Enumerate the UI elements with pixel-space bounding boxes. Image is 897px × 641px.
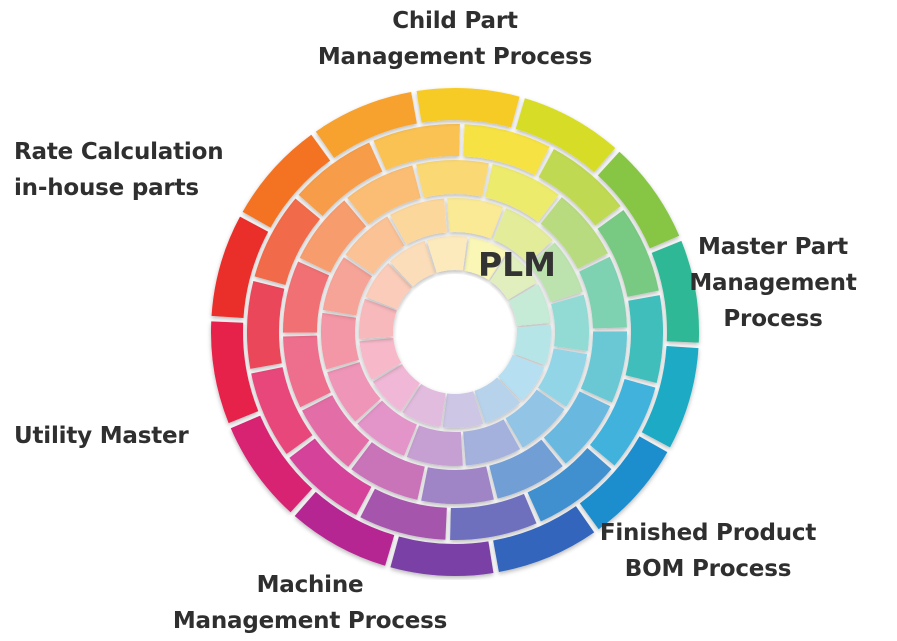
wheel-segment: [359, 337, 402, 380]
wheel-segment: [489, 439, 563, 499]
wheel-segment: [298, 142, 383, 217]
wheel-segment: [359, 298, 397, 340]
wheel-segment: [513, 324, 551, 366]
wheel-segment: [551, 294, 590, 352]
wheel-segment: [254, 198, 321, 285]
wheel-segment: [402, 383, 446, 427]
label-line: Rate Calculation: [14, 139, 224, 165]
wheel-segment: [327, 362, 381, 422]
wheel-segment: [589, 379, 656, 466]
wheel-segment: [442, 391, 484, 428]
wheel-segment: [641, 346, 699, 448]
wheel-segment: [302, 395, 370, 467]
wheel-segment: [426, 236, 468, 273]
label-line: in-house parts: [14, 175, 199, 201]
label-line: Master Part: [698, 234, 848, 260]
label-machine: Machine Management Process: [100, 567, 520, 639]
wheel-segment: [529, 242, 583, 302]
wheel-segment: [498, 354, 545, 401]
wheel-segment: [597, 151, 680, 249]
wheel-segment: [230, 415, 313, 513]
wheel-segment: [347, 165, 421, 225]
wheel-segment: [211, 216, 269, 318]
wheel-segment: [389, 240, 436, 287]
wheel-segment: [505, 389, 565, 448]
label-finished-product: Finished Product BOM Process: [508, 515, 897, 587]
wheel-segment: [210, 321, 259, 424]
wheel-segment: [282, 261, 330, 333]
label-line: Management: [689, 270, 857, 296]
wheel-segment: [345, 216, 405, 275]
wheel-segment: [299, 200, 367, 273]
wheel-segment: [315, 91, 417, 158]
wheel-segment: [490, 252, 538, 300]
wheel-segment: [320, 312, 359, 370]
wheel-segment: [493, 208, 553, 264]
label-line: BOM Process: [624, 556, 792, 582]
wheel-segment: [289, 438, 372, 516]
wheel-segment: [515, 98, 616, 173]
wheel-segment: [251, 367, 313, 455]
wheel-segment: [527, 447, 612, 522]
label-line: Child Part: [392, 8, 518, 34]
label-utility-master: Utility Master: [14, 418, 189, 454]
wheel-segment: [651, 240, 700, 343]
wheel-segment: [373, 124, 460, 171]
wheel-segment: [389, 198, 447, 245]
wheel-segment: [579, 256, 627, 329]
label-child-part: Child Part Management Process: [245, 3, 665, 75]
wheel-segment: [579, 436, 668, 530]
wheel-segment: [421, 466, 494, 505]
wheel-segment: [540, 197, 608, 269]
wheel-segment: [242, 134, 331, 228]
wheel-segment: [390, 536, 494, 576]
wheel-segment: [625, 295, 664, 384]
label-line: Finished Product: [599, 520, 817, 546]
wheel-segment: [447, 198, 504, 239]
wheel-segment: [580, 331, 628, 403]
center-disc: [397, 274, 513, 390]
wheel-segment: [485, 164, 559, 222]
wheel-segment: [351, 442, 425, 500]
wheel-segment: [543, 391, 611, 464]
label-rate-calculation: Rate Calculation in-house parts: [14, 134, 224, 206]
wheel-segment: [474, 377, 521, 424]
label-line: Machine: [256, 572, 364, 598]
wheel-segment: [360, 488, 447, 540]
label-line: Management Process: [172, 608, 448, 634]
wheel-segment: [322, 257, 373, 316]
wheel-segment: [294, 491, 395, 566]
center-label: PLM: [477, 245, 557, 284]
wheel-segment: [450, 493, 537, 540]
wheel-segment: [365, 263, 412, 310]
label-line: Management Process: [317, 44, 593, 70]
wheel-segment: [597, 209, 659, 297]
wheel-segment: [537, 348, 588, 407]
wheel-segment: [416, 159, 489, 198]
wheel-segment: [357, 400, 417, 456]
wheel-segment: [493, 506, 595, 573]
wheel-segment: [406, 425, 463, 466]
wheel-segment: [246, 280, 285, 369]
wheel-segment: [508, 284, 551, 327]
wheel-segment: [538, 148, 621, 226]
wheel-segment: [464, 237, 508, 281]
wheel-segment: [416, 88, 520, 128]
wheel-segment: [463, 124, 550, 176]
wheel-segment: [283, 335, 331, 408]
label-line: Utility Master: [14, 423, 189, 449]
wheel-segment: [463, 419, 521, 466]
label-line: Process: [723, 306, 823, 332]
label-master-part: Master Part Management Process: [583, 229, 897, 337]
wheel-segment: [372, 364, 420, 412]
